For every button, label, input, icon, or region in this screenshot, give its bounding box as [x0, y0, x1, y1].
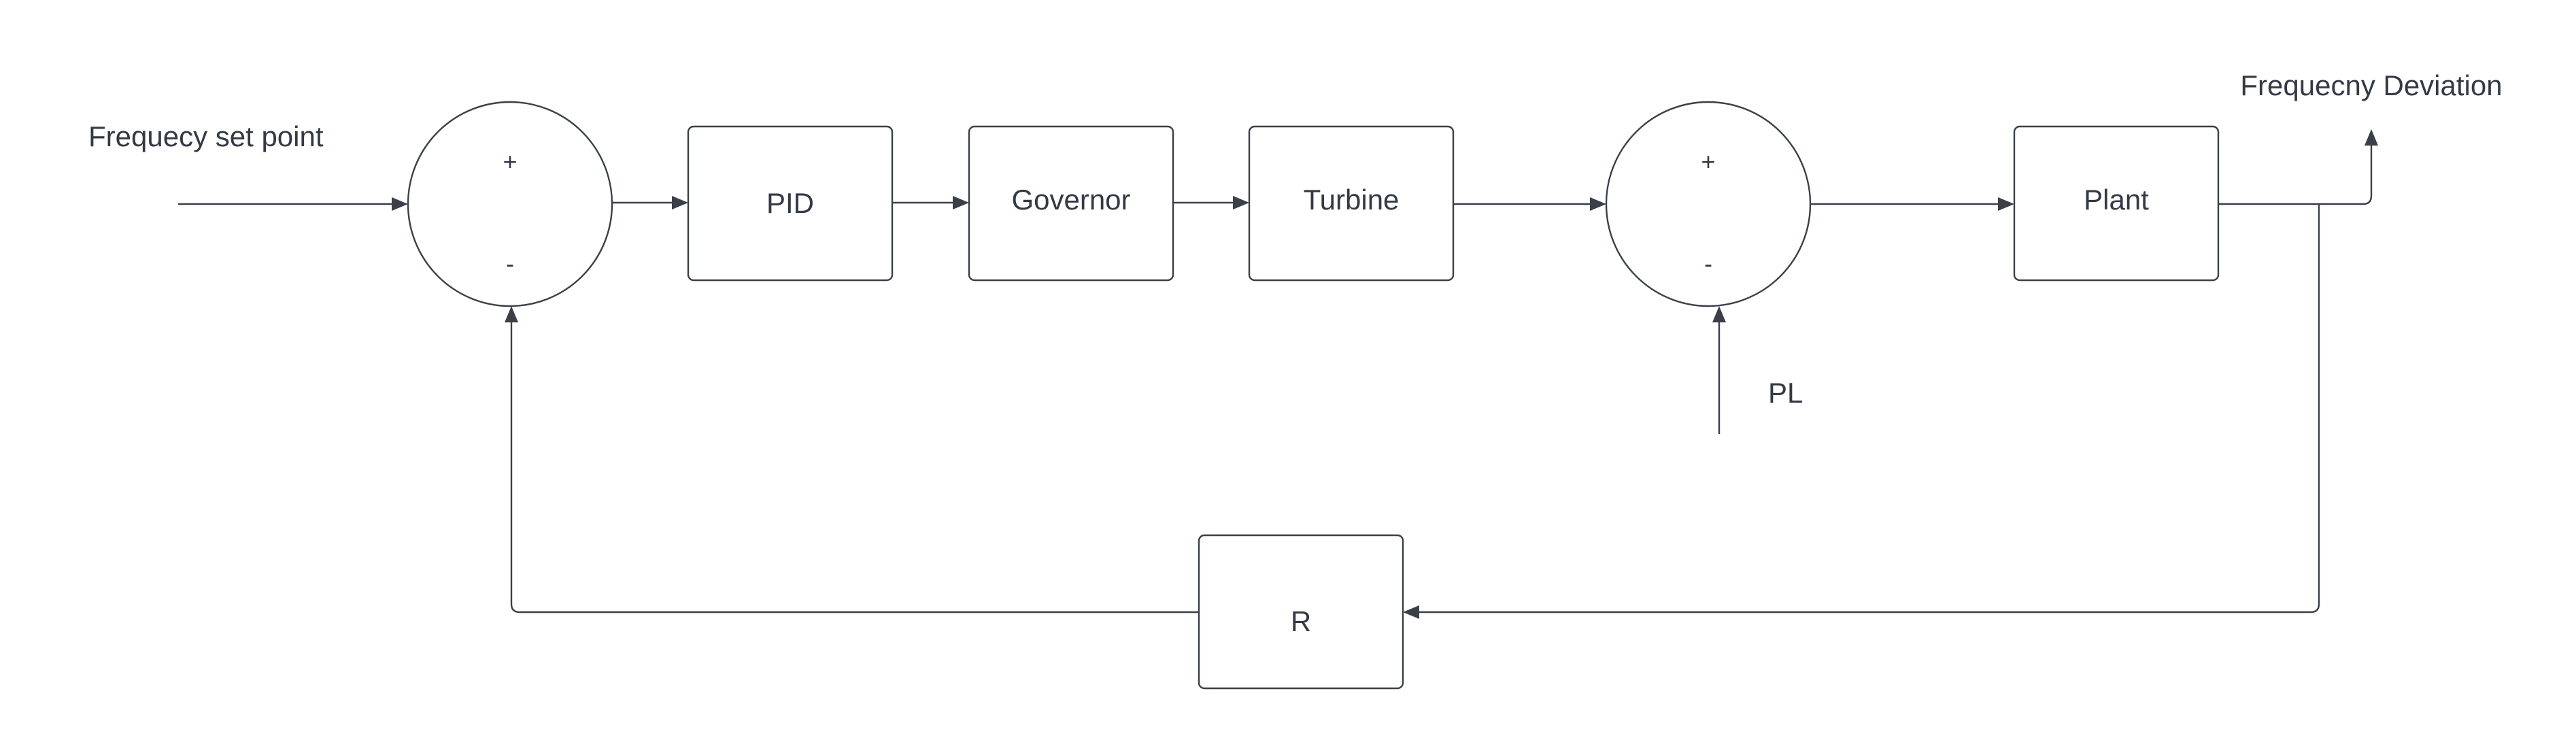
- pid-block: PID: [687, 125, 894, 282]
- r-block-label: R: [1291, 605, 1311, 637]
- input-label: Frequecy set point: [88, 120, 324, 152]
- output-label: Frequecny Deviation: [2240, 69, 2502, 101]
- summing-junction-1-plus-sign: +: [503, 148, 517, 175]
- governor-block: Governor: [968, 125, 1174, 282]
- feedback-to-sj1-arrowhead: [505, 306, 518, 322]
- sj1-to-pid-arrowhead: [672, 196, 688, 209]
- summing-junction-1-minus-sign: -: [506, 250, 514, 278]
- feedback-line-to-sj1: [510, 321, 1199, 613]
- r-block: R: [1198, 534, 1404, 690]
- input-arrowhead: [392, 197, 408, 211]
- turbine-block-label: Turbine: [1304, 184, 1400, 216]
- plant-output-line: [2218, 144, 2373, 205]
- summing-junction-1-circle: [407, 101, 613, 307]
- feedback-to-r-arrowhead: [1403, 605, 1419, 619]
- plant-block-label: Plant: [2084, 184, 2149, 216]
- feedback-line-to-r: [1418, 204, 2320, 613]
- turbine-block: Turbine: [1248, 125, 1455, 282]
- summing-junction-2: + -: [1605, 101, 1812, 307]
- governor-to-turbine-arrowhead: [1233, 196, 1249, 209]
- turbine-to-sj2-arrowhead: [1590, 197, 1606, 211]
- summing-junction-1: + -: [407, 101, 613, 307]
- governor-block-label: Governor: [1011, 184, 1130, 216]
- pl-label: PL: [1768, 377, 1803, 409]
- pid-to-governor-arrowhead: [953, 196, 969, 209]
- output-arrowhead: [2365, 129, 2378, 146]
- summing-junction-2-plus-sign: +: [1701, 148, 1715, 175]
- sj2-to-plant-arrowhead: [1998, 197, 2014, 211]
- plant-block: Plant: [2013, 125, 2220, 282]
- pid-block-label: PID: [766, 187, 814, 219]
- pl-disturbance-arrowhead: [1712, 306, 1726, 322]
- summing-junction-2-minus-sign: -: [1704, 250, 1712, 278]
